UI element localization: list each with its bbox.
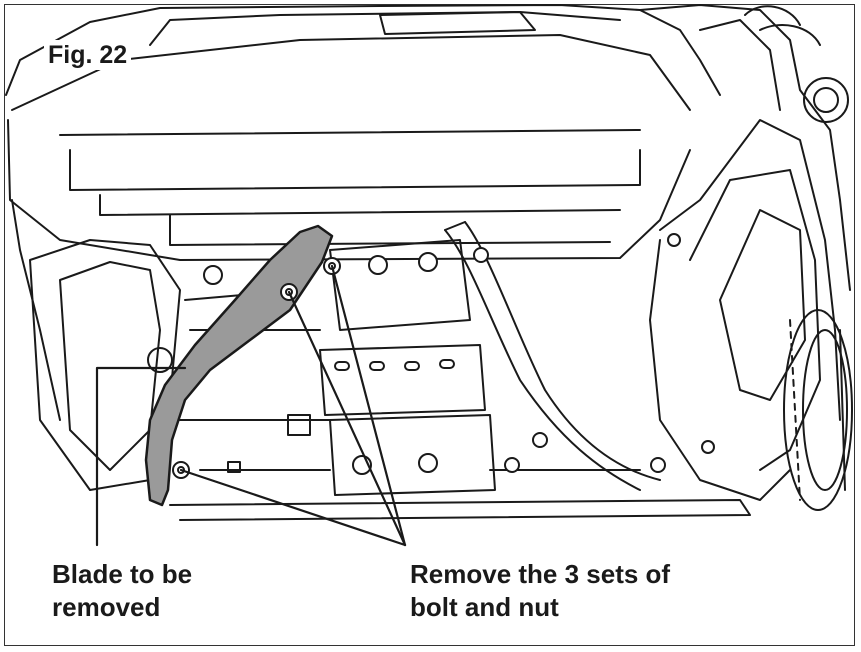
bolts-callout-line-1: Remove the 3 sets of bbox=[410, 559, 671, 589]
bolt-leader-line-1 bbox=[330, 264, 407, 547]
bolts bbox=[172, 233, 715, 479]
wheel bbox=[783, 309, 853, 511]
bolt-leader-line-2 bbox=[287, 290, 407, 547]
bolt-leader-line-3 bbox=[179, 468, 407, 547]
plate-slots bbox=[334, 359, 455, 371]
right-auger-paddle bbox=[444, 221, 661, 491]
blade-callout: Blade to be removed bbox=[52, 558, 192, 624]
figure-frame bbox=[4, 4, 855, 646]
leader-lines bbox=[95, 264, 407, 547]
blade-callout-line-2: removed bbox=[52, 592, 161, 622]
bolts-callout: Remove the 3 sets of bolt and nut bbox=[410, 558, 670, 624]
bolts-callout-line-2: bolt and nut bbox=[410, 592, 559, 622]
blade-leader-line bbox=[95, 366, 187, 547]
right-side-housing bbox=[639, 4, 851, 501]
figure-label: Fig. 22 bbox=[44, 40, 132, 70]
blade-callout-line-1: Blade to be bbox=[52, 559, 193, 589]
